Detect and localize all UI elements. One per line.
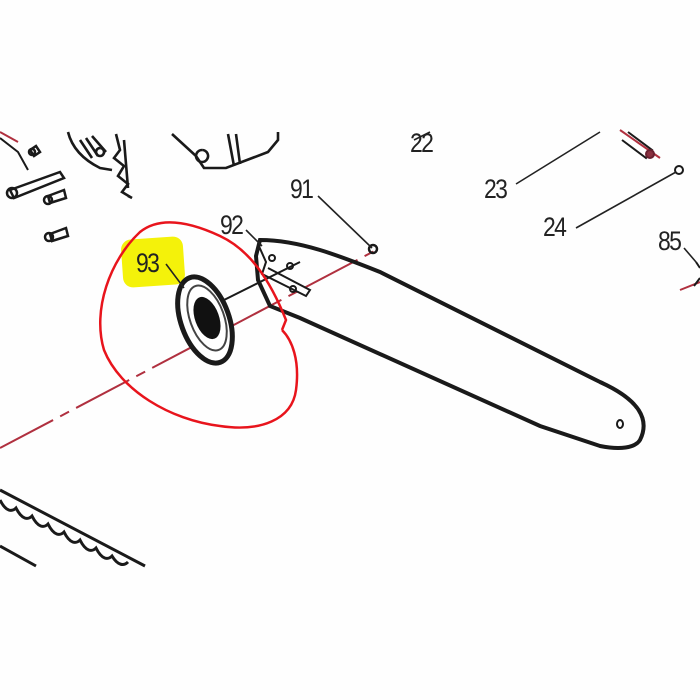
callout-22: 22 xyxy=(410,128,434,158)
callout-91: 91 xyxy=(290,174,314,204)
red-circle-annotation xyxy=(99,221,299,429)
guide-bar xyxy=(253,237,646,450)
saw-chain xyxy=(0,488,146,568)
housing-parts-group xyxy=(66,131,280,200)
part-24-washer xyxy=(674,165,684,175)
part-91-screw xyxy=(367,243,379,255)
callout-85: 85 xyxy=(658,226,682,256)
part-93-sprocket xyxy=(175,261,301,366)
part-23-pin xyxy=(621,131,655,160)
callout-93: 93 xyxy=(136,248,160,278)
callout-23: 23 xyxy=(484,174,508,204)
callout-92: 92 xyxy=(220,210,244,240)
callout-24: 24 xyxy=(543,212,567,242)
screw-parts-group xyxy=(0,137,70,243)
leader-lines xyxy=(165,131,697,289)
